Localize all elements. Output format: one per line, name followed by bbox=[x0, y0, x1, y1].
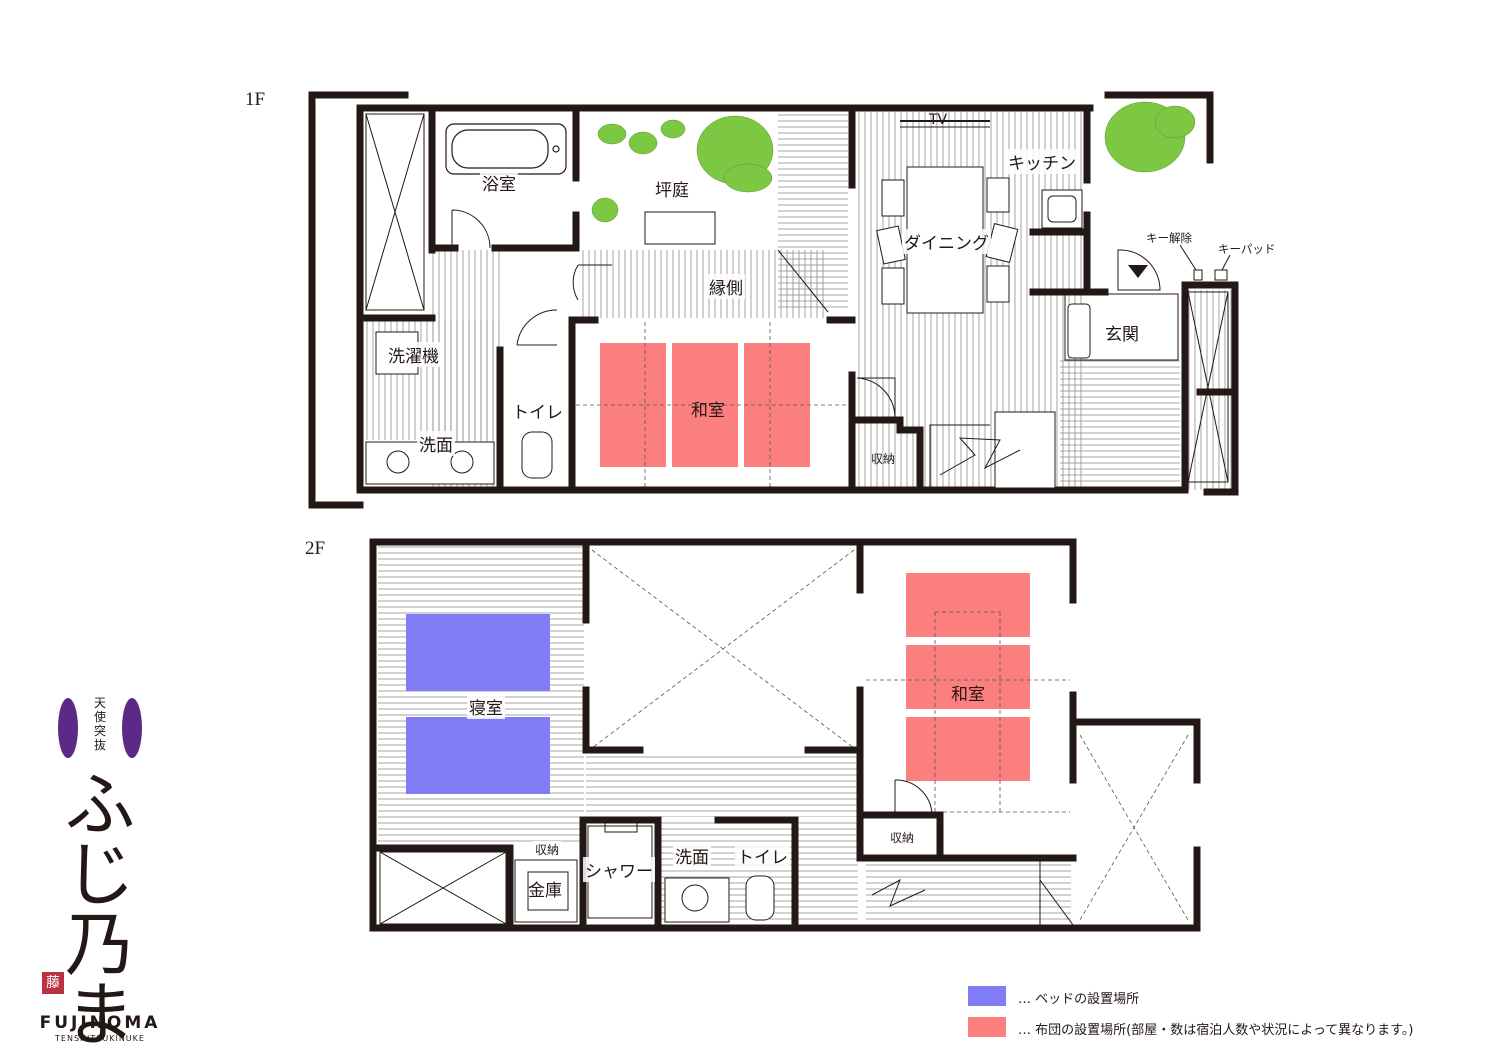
futon-swatch bbox=[968, 1017, 1006, 1037]
room-label-washitsu-1f: 和室 bbox=[691, 401, 725, 421]
key-release-label: キー解除 bbox=[1146, 231, 1192, 245]
futon-2f-3 bbox=[906, 717, 1030, 781]
brand-roman-sub: TENSHITSUKINUKE bbox=[55, 1034, 145, 1043]
room-label-washer: 洗濯機 bbox=[386, 342, 441, 367]
room-label-dining: ダイニング bbox=[902, 229, 991, 254]
legend-text-futon: … 布団の設置場所(部屋・数は宿泊人数や状況によって異なります。) bbox=[1018, 1023, 1414, 1038]
room-label-storage-2f-left: 収納 bbox=[533, 841, 562, 858]
room-label-shower: シャワー bbox=[583, 857, 655, 882]
floor-label-1f: 1F bbox=[245, 89, 266, 110]
floor-1f bbox=[308, 91, 1239, 509]
crest-icon bbox=[58, 698, 142, 758]
bed-swatch bbox=[968, 986, 1006, 1006]
room-label-washroom-2f: 洗面 bbox=[673, 843, 711, 868]
keypad-label: キーパッド bbox=[1218, 242, 1276, 256]
room-label-storage-2f-right: 収納 bbox=[890, 831, 915, 845]
room-label-bath: 浴室 bbox=[480, 170, 518, 195]
room-label-toilet-1f: トイレ bbox=[510, 398, 565, 423]
stairs-2f-floor bbox=[866, 858, 1071, 928]
bed-1 bbox=[406, 614, 550, 691]
tv-label: TV bbox=[929, 112, 948, 128]
entrance-floor bbox=[1060, 360, 1180, 488]
room-label-storage-1f: 収納 bbox=[871, 452, 896, 466]
room-label-garden: 坪庭 bbox=[655, 181, 689, 201]
legend-text-bed: … ベッドの設置場所 bbox=[1018, 992, 1140, 1007]
brand-logo: 天使突抜 ふじ乃ま 藤 FUJINOMA TENSHITSUKINUKE bbox=[30, 690, 170, 1050]
crest-text: 天使突抜 bbox=[93, 696, 106, 752]
floor-2f bbox=[369, 538, 1201, 932]
room-label-safe: 金庫 bbox=[528, 881, 562, 901]
hall-floor-2f bbox=[586, 752, 858, 817]
room-label-washitsu-2f: 和室 bbox=[951, 685, 985, 705]
brand-roman: FUJINOMA bbox=[39, 1013, 161, 1033]
garden-plants bbox=[591, 101, 1196, 223]
walls-1f bbox=[308, 91, 1239, 509]
room-label-kitchen: キッチン bbox=[1006, 149, 1078, 174]
stairs-1f-top bbox=[778, 112, 848, 312]
room-label-bedroom: 寝室 bbox=[467, 694, 505, 719]
futon-2f-2 bbox=[906, 645, 1030, 709]
brand-name: ふじ乃ま bbox=[65, 764, 135, 1056]
room-label-washroom-1f: 洗面 bbox=[417, 431, 455, 456]
room-label-toilet-2f: トイレ bbox=[735, 843, 790, 868]
room-label-entrance: 玄関 bbox=[1105, 325, 1139, 345]
seal-icon: 藤 bbox=[42, 972, 64, 994]
floor-label-2f: 2F bbox=[305, 538, 326, 559]
room-label-engawa: 縁側 bbox=[707, 274, 745, 299]
bed-2 bbox=[406, 717, 550, 794]
futon-2f-1 bbox=[906, 573, 1030, 637]
